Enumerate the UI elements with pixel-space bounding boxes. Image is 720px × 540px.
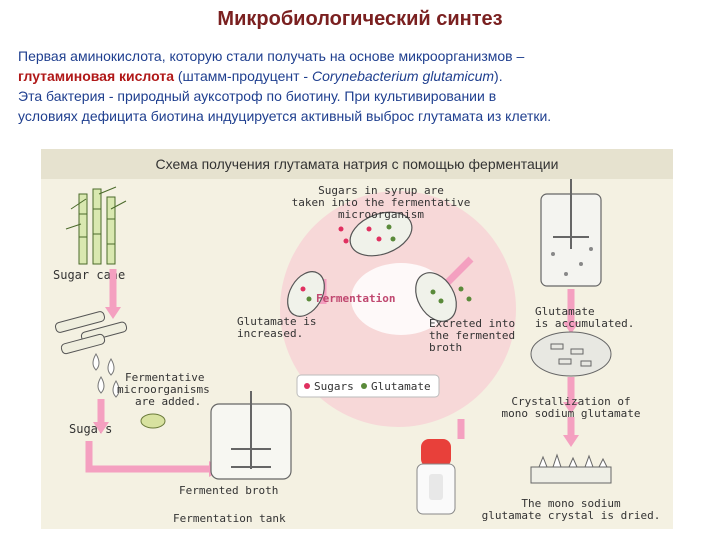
fermentation-tank-icon bbox=[210, 391, 292, 480]
label-sugars-syrup-1: Sugars in syrup are bbox=[318, 184, 444, 197]
strain-name: Corynebacterium glutamicum bbox=[311, 68, 495, 84]
label-excreted-1: Excreted into bbox=[429, 317, 515, 330]
label-crystallization-2: mono sodium glutamate bbox=[501, 407, 640, 420]
label-glutamate-increased-2: increased. bbox=[237, 327, 303, 340]
left-microorganism-icon bbox=[287, 271, 325, 317]
label-excreted-3: broth bbox=[429, 341, 462, 354]
glutamic-acid-highlight: глутаминовая кислота bbox=[18, 68, 174, 84]
right-microorganism-icon bbox=[415, 272, 472, 322]
legend: Sugars Glutamate bbox=[296, 374, 440, 398]
label-accumulated-1: Glutamate bbox=[535, 305, 595, 318]
sugar-drops-icon bbox=[92, 353, 120, 398]
sugar-cane-icon bbox=[65, 186, 127, 265]
label-excreted-2: the fermented bbox=[429, 329, 515, 342]
intro-paragraph: Первая аминокислота, которую стали получ… bbox=[18, 46, 708, 126]
label-accumulated-2: is accumulated. bbox=[535, 317, 634, 330]
legend-glutamate-swatch bbox=[361, 383, 367, 389]
arrow-heads bbox=[93, 307, 579, 477]
intro-line-3: Эта бактерия - природный ауксотроф по би… bbox=[18, 88, 497, 104]
label-fermentation-tank: Fermentation tank bbox=[173, 512, 286, 525]
label-sugar-cane: Sugar cane bbox=[53, 268, 125, 282]
diagram-header: Схема получения глутамата натрия с помощ… bbox=[156, 156, 559, 172]
label-dried-2: glutamate crystal is dried. bbox=[482, 509, 661, 522]
diagram-header-band bbox=[41, 149, 673, 179]
fermentation-diagram: Схема получения глутамата натрия с помощ… bbox=[41, 149, 673, 529]
label-crystallization-1: Crystallization of bbox=[511, 395, 630, 408]
dried-crystals-icon bbox=[530, 453, 612, 484]
label-ferm-micro-3: are added. bbox=[135, 395, 201, 408]
intro-line-1: Первая аминокислота, которую стали получ… bbox=[18, 48, 525, 64]
intro-line-2-end: ). bbox=[494, 68, 503, 84]
legend-sugars: Sugars bbox=[314, 380, 354, 393]
label-sugars-syrup-2: taken into the fermentative bbox=[292, 196, 471, 209]
legend-sugars-swatch bbox=[304, 383, 310, 389]
legend-glutamate: Glutamate bbox=[371, 380, 431, 393]
label-glutamate-increased-1: Glutamate is bbox=[237, 315, 316, 328]
label-sugars-syrup-3: microorganism bbox=[338, 208, 424, 221]
intro-line-4: условиях дефицита биотина индуцируется а… bbox=[18, 108, 552, 124]
microorganism-seed-icon bbox=[140, 413, 166, 429]
label-fermented-broth: Fermented broth bbox=[179, 484, 278, 497]
intro-line-2-text: (штамм-продуцент - bbox=[173, 68, 312, 84]
label-fermentation: Fermentation bbox=[316, 292, 395, 305]
label-dried-1: The mono sodium bbox=[521, 497, 621, 510]
glutamate-crystals-icon bbox=[530, 331, 612, 377]
arrow-sugars-to-tank bbox=[85, 441, 211, 473]
page-title: Микробиологический синтез bbox=[217, 8, 503, 30]
diagram-canvas: Схема получения глутамата натрия с помощ… bbox=[41, 149, 673, 525]
label-ferm-micro-1: Fermentative bbox=[125, 371, 204, 384]
label-ferm-micro-2: microorganisms bbox=[117, 383, 210, 396]
msg-bottle-icon bbox=[416, 439, 456, 515]
cane-pieces-icon bbox=[54, 311, 128, 355]
accumulation-tank-icon bbox=[540, 179, 602, 287]
intro-line-2: глутаминовая кислота (штамм-продуцент - … bbox=[18, 66, 708, 86]
top-microorganism-icon bbox=[338, 211, 413, 257]
